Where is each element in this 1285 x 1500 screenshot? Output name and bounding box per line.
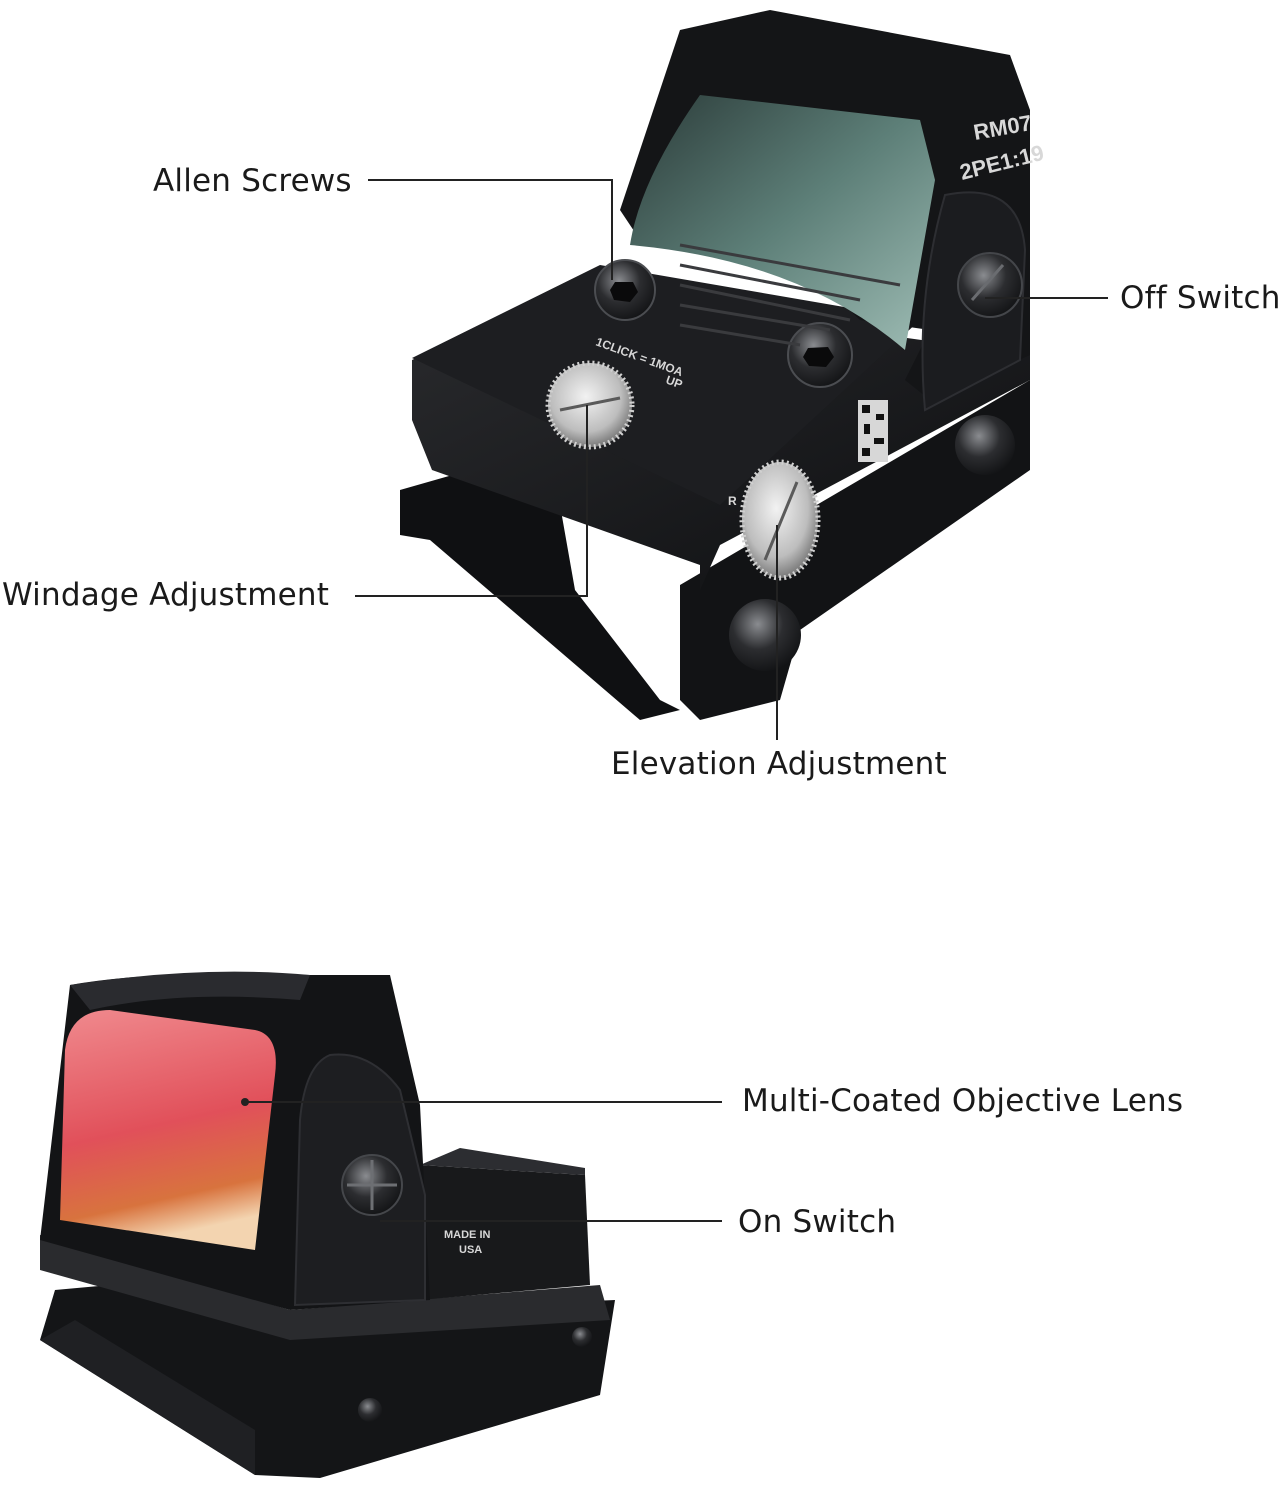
- top-fins: [679, 243, 901, 347]
- callout-off-switch: Off Switch: [1120, 280, 1281, 316]
- callout-windage-adjustment: Windage Adjustment: [2, 577, 330, 613]
- engraving-r: R: [728, 494, 737, 508]
- callout-elevation-adjustment: Elevation Adjustment: [611, 746, 947, 782]
- engraving-up: UP: [664, 373, 684, 392]
- top-leader-lines: [355, 179, 1108, 740]
- top-mount-screw-left: [729, 599, 801, 671]
- bottom-rear-block: [420, 1165, 590, 1300]
- callout-on-switch: On Switch: [738, 1204, 897, 1240]
- bottom-base: [40, 1235, 610, 1340]
- bottom-leader-lines: [245, 1101, 722, 1222]
- callout-objective-lens: Multi-Coated Objective Lens: [742, 1083, 1184, 1119]
- callout-allen-screws: Allen Screws: [153, 163, 352, 199]
- off-switch-knob: [957, 252, 1023, 318]
- bottom-rail-screw-1: [358, 1398, 382, 1422]
- bottom-sight: MADE IN USA: [40, 971, 722, 1478]
- engraving-made: MADE IN: [444, 1229, 491, 1241]
- top-sight: RM07 2PE1:19 1CLICK = 1MOA UP R: [355, 10, 1108, 740]
- top-lens: [630, 95, 935, 350]
- bottom-rail-screw-2: [572, 1327, 592, 1347]
- engraving-usa: USA: [459, 1244, 482, 1256]
- bottom-lens: [60, 1010, 276, 1250]
- top-mount-screw-right: [955, 415, 1015, 475]
